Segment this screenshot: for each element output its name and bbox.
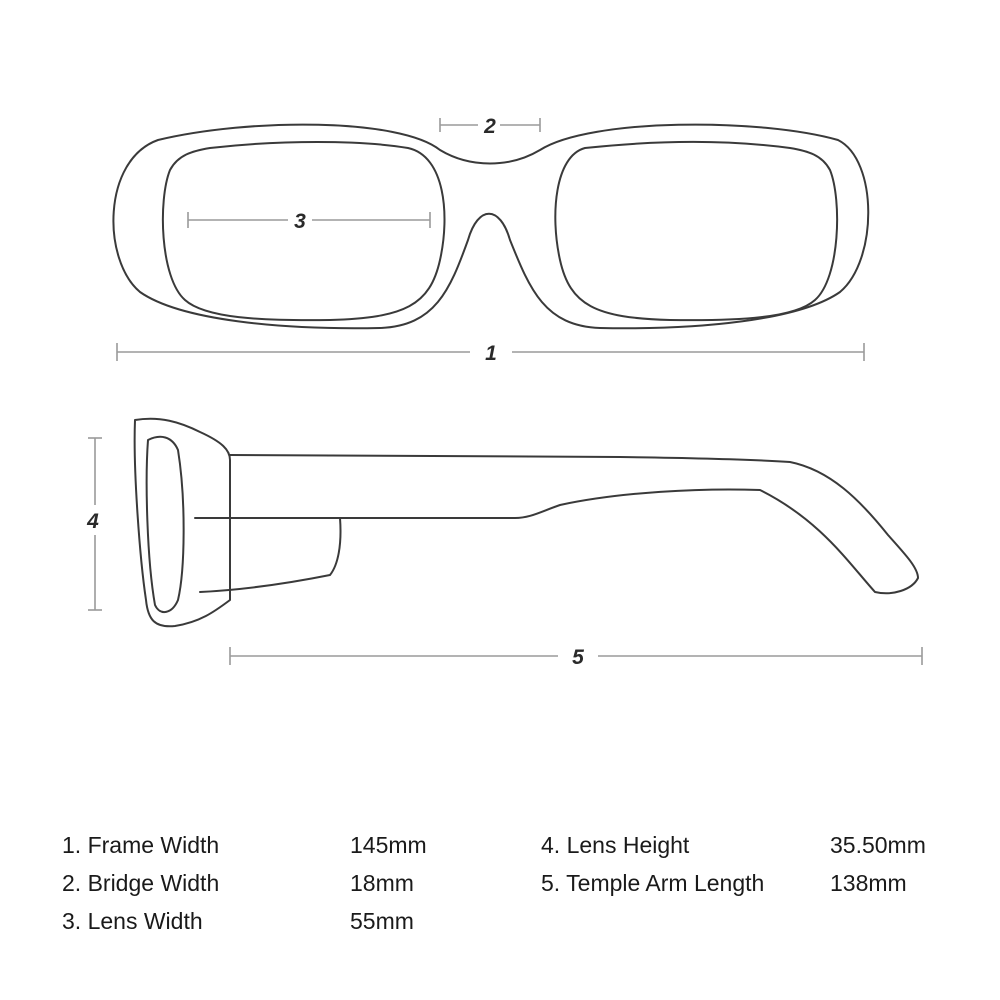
spec-row-frame-width: 1. Frame Width 145mm xyxy=(62,826,462,864)
temple-arm-length-number: 5 xyxy=(572,646,584,669)
lens-width-dimension: 3 xyxy=(187,210,431,233)
bridge-width-number: 2 xyxy=(483,115,496,138)
spec-list-left: 1. Frame Width 145mm 2. Bridge Width 18m… xyxy=(62,826,462,940)
glasses-front-view: 2 3 1 xyxy=(112,115,870,365)
spec-row-lens-height: 4. Lens Height 35.50mm xyxy=(541,826,961,864)
side-frame-outline xyxy=(133,417,231,628)
spec-list-right: 4. Lens Height 35.50mm 5. Temple Arm Len… xyxy=(541,826,961,902)
spec-label: 1. Frame Width xyxy=(62,832,220,858)
glasses-side-view: 4 5 xyxy=(86,417,923,669)
spec-label: 4. Lens Height xyxy=(541,832,690,858)
frame-width-dimension: 1 xyxy=(116,342,865,365)
frame-width-number: 1 xyxy=(485,342,497,365)
frame-outline xyxy=(112,123,870,330)
left-lens-outline xyxy=(161,141,446,322)
spec-row-lens-width: 3. Lens Width 55mm xyxy=(62,902,462,940)
spec-label: 2. Bridge Width xyxy=(62,870,220,896)
temple-arm-outline xyxy=(199,454,919,595)
spec-value: 145mm xyxy=(350,832,427,858)
spec-row-bridge-width: 2. Bridge Width 18mm xyxy=(62,864,462,902)
spec-value: 55mm xyxy=(350,908,414,934)
lens-width-number: 3 xyxy=(294,210,306,233)
spec-label: 3. Lens Width xyxy=(62,908,203,934)
spec-row-temple-arm-length: 5. Temple Arm Length 138mm xyxy=(541,864,961,902)
side-lens-edge xyxy=(145,435,185,613)
temple-arm-length-dimension: 5 xyxy=(229,646,923,669)
bridge-width-dimension: 2 xyxy=(439,115,541,138)
lens-height-dimension: 4 xyxy=(86,437,102,611)
glasses-dimension-diagram: 2 3 1 4 xyxy=(86,115,923,669)
spec-value: 18mm xyxy=(350,870,414,896)
lens-height-number: 4 xyxy=(86,510,99,533)
spec-value: 138mm xyxy=(830,870,907,896)
spec-value: 35.50mm xyxy=(830,832,926,858)
spec-label: 5. Temple Arm Length xyxy=(541,870,765,896)
right-lens-outline xyxy=(554,141,839,322)
hinge-block xyxy=(194,517,342,593)
